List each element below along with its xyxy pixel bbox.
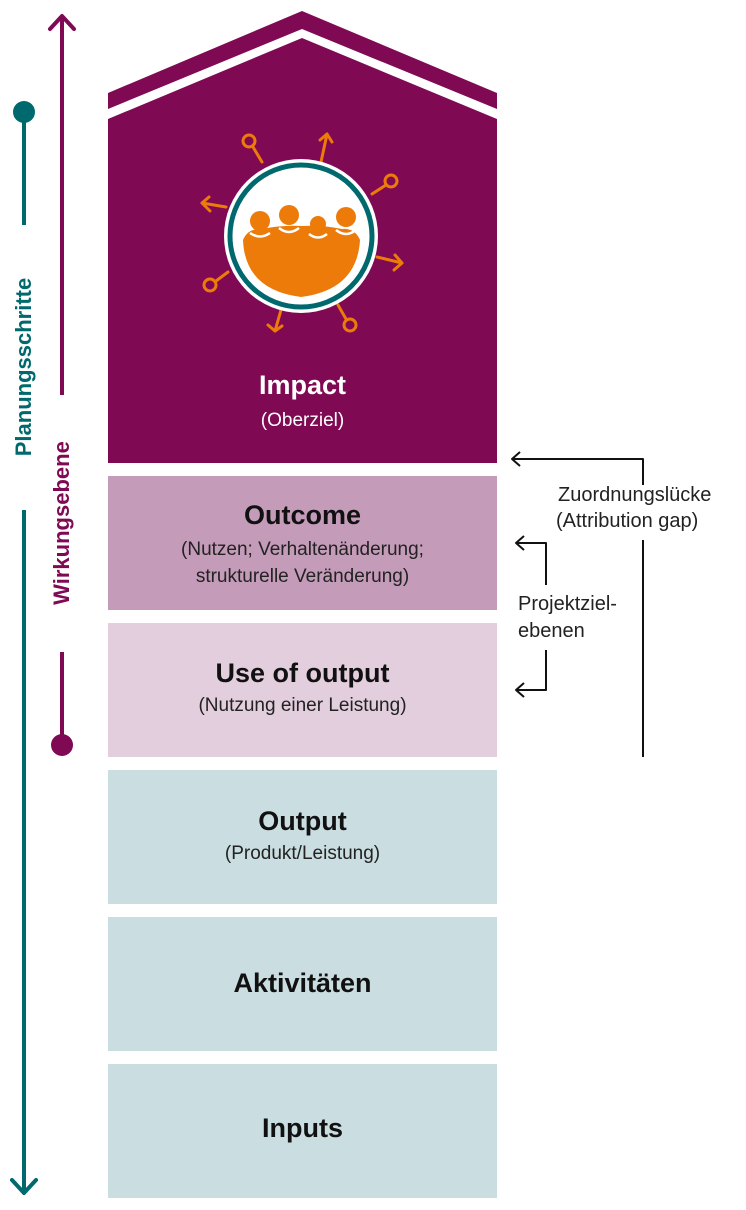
inputs-title: Inputs	[262, 1113, 343, 1143]
attribution-gap-label-line2: (Attribution gap)	[556, 510, 699, 532]
attribution-gap-bracket	[511, 451, 644, 757]
use-of-output-title: Use of output	[215, 658, 390, 688]
effect-axis	[48, 14, 76, 745]
planning-axis-start-dot	[13, 101, 35, 123]
outcome-subtitle-line1: (Nutzen; Verhaltenänderung;	[181, 539, 424, 560]
activities-title: Aktivitäten	[233, 968, 372, 998]
project-goal-label-line2: ebenen	[518, 620, 585, 642]
use-of-output-subtitle: (Nutzung einer Leistung)	[198, 695, 407, 716]
activities-box	[108, 917, 497, 1051]
impact-subtitle: (Oberziel)	[260, 410, 345, 431]
outcome-box	[108, 476, 497, 610]
people-group-icon	[224, 159, 378, 313]
activities-label-group: Aktivitäten	[108, 968, 497, 999]
output-title: Output	[258, 806, 347, 836]
impact-label-group: Impact (Oberziel)	[108, 370, 497, 434]
impact-title: Impact	[258, 370, 347, 400]
outcome-label-group: Outcome (Nutzen; Verhaltenänderung; stru…	[108, 500, 497, 590]
inputs-label-group: Inputs	[108, 1113, 497, 1144]
outcome-subtitle-line2: strukturelle Veränderung)	[195, 566, 410, 587]
output-subtitle: (Produkt/Leistung)	[224, 843, 381, 864]
impact-arrows-icon	[200, 132, 404, 333]
project-goal-bracket	[515, 535, 547, 698]
inputs-box	[108, 1064, 497, 1198]
output-box	[108, 770, 497, 904]
attribution-gap-label-line1: Zuordnungslücke	[558, 484, 712, 506]
effect-axis-end-dot	[51, 734, 73, 756]
use-of-output-box	[108, 623, 497, 757]
effect-axis-label: Wirkungsebene	[49, 441, 74, 605]
use-of-output-label-group: Use of output (Nutzung einer Leistung)	[108, 658, 497, 719]
planning-axis-label: Planungsschritte	[11, 277, 36, 457]
outcome-title: Outcome	[243, 500, 362, 530]
project-goal-label-line1: Projektziel-	[518, 593, 617, 615]
planning-axis	[10, 112, 38, 1195]
output-label-group: Output (Produkt/Leistung)	[108, 806, 497, 867]
